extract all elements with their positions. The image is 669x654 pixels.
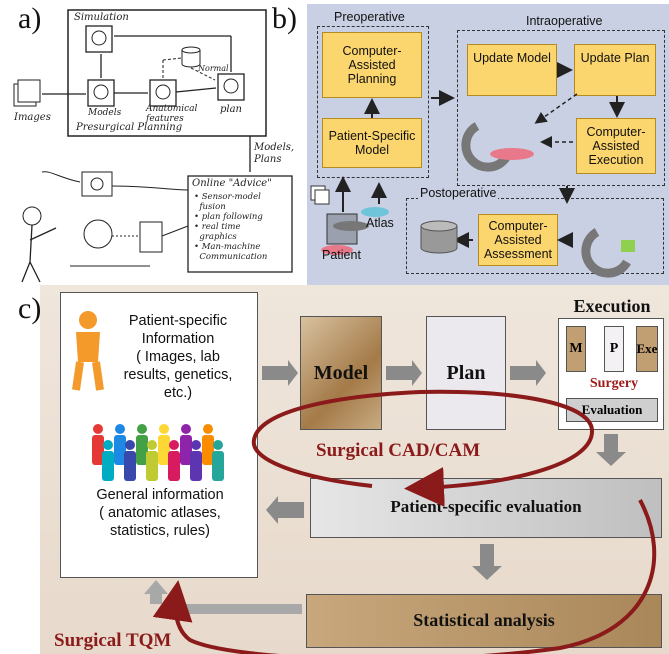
sketch-anatomical-label: Anatomical features	[146, 104, 198, 124]
crowd-icon	[92, 424, 224, 481]
panel-a-label: a)	[18, 2, 42, 35]
panel-b-label: b)	[272, 2, 297, 35]
advice-item: • Man-machine Communication	[194, 242, 268, 262]
update-plan-box: Update Plan	[574, 44, 656, 96]
atlas-label: Atlas	[366, 216, 394, 230]
general-info-text: General information ( anatomic atlases, …	[96, 487, 224, 539]
postoperative-frame	[406, 198, 664, 274]
sketch-normal-label: Normal	[198, 64, 229, 73]
panel-a-sketch	[13, 9, 293, 283]
surgical-tqm-label: Surgical TQM	[54, 630, 172, 651]
intraoperative-title: Intraoperative	[526, 14, 603, 28]
plan-label: Plan	[446, 362, 486, 384]
sketch-models-label: Models	[88, 108, 122, 118]
advice-item: • Sensor-model fusion	[194, 192, 261, 212]
advice-item: • real time graphics	[194, 222, 241, 242]
exec-exe-box	[636, 326, 658, 372]
crowd-person-icon	[136, 424, 148, 465]
preoperative-title: Preoperative	[334, 10, 405, 24]
crowd-person-icon	[124, 440, 136, 481]
crowd-person-icon	[102, 440, 114, 481]
crowd-person-icon	[180, 424, 192, 465]
crowd-person-icon	[190, 440, 202, 481]
model-label: Model	[313, 362, 369, 384]
crowd-person-icon	[212, 440, 224, 481]
surgical-cadcam-label: Surgical CAD/CAM	[316, 440, 481, 461]
evaluation-box	[566, 398, 658, 422]
computer-assisted-assessment-box: Computer- Assisted Assessment	[478, 214, 558, 266]
sketch-models-plans-label: Models, Plans	[254, 142, 295, 165]
intraoperative-frame	[457, 30, 665, 186]
panel-b-arrows	[310, 62, 635, 278]
patient-info-text: Patient-specific Information ( Images, l…	[123, 313, 233, 401]
model-box	[300, 316, 382, 430]
statistical-analysis-label: Statistical analysis	[413, 610, 555, 630]
update-model-box: Update Model	[467, 44, 557, 96]
computer-assisted-planning-box: Computer- Assisted Planning	[322, 32, 422, 98]
exec-exe-label: Exe	[636, 341, 658, 356]
exec-m-box	[566, 326, 586, 372]
exec-p-label: P	[609, 341, 619, 356]
computer-assisted-execution-box: Computer- Assisted Execution	[576, 118, 656, 174]
evaluation-label: Evaluation	[581, 402, 643, 417]
execution-title: Execution	[573, 296, 651, 316]
postoperative-title: Postoperative	[418, 186, 499, 200]
panel-c-label: c)	[18, 292, 42, 325]
exec-m-label: M	[569, 341, 583, 356]
sketch-online-advice-title: Online "Advice"	[192, 178, 272, 189]
crowd-person-icon	[158, 424, 170, 465]
sketch-plan-label: plan	[220, 104, 243, 115]
person-icon	[72, 311, 104, 391]
surgery-label: Surgery	[589, 376, 639, 391]
plan-box	[426, 316, 506, 430]
exec-p-box	[604, 326, 624, 372]
crowd-person-icon	[146, 440, 158, 481]
patient-specific-evaluation-box	[310, 478, 662, 538]
advice-item: • plan following	[194, 212, 263, 222]
crowd-person-icon	[92, 424, 104, 465]
preoperative-frame	[317, 26, 429, 178]
sketch-advice-list: • Sensor-model fusion • plan following •…	[194, 192, 267, 262]
crowd-person-icon	[168, 440, 180, 481]
sketch-simulation-label: Simulation	[74, 12, 129, 23]
crowd-person-icon	[202, 424, 214, 465]
patient-label: Patient	[322, 248, 361, 262]
crowd-person-icon	[114, 424, 126, 465]
patient-specific-model-box: Patient-Specific Model	[322, 118, 422, 168]
sketch-presurgical-label: Presurgical Planning	[76, 122, 183, 133]
sketch-images-label: Images	[14, 112, 51, 123]
statistical-analysis-box	[306, 594, 662, 648]
